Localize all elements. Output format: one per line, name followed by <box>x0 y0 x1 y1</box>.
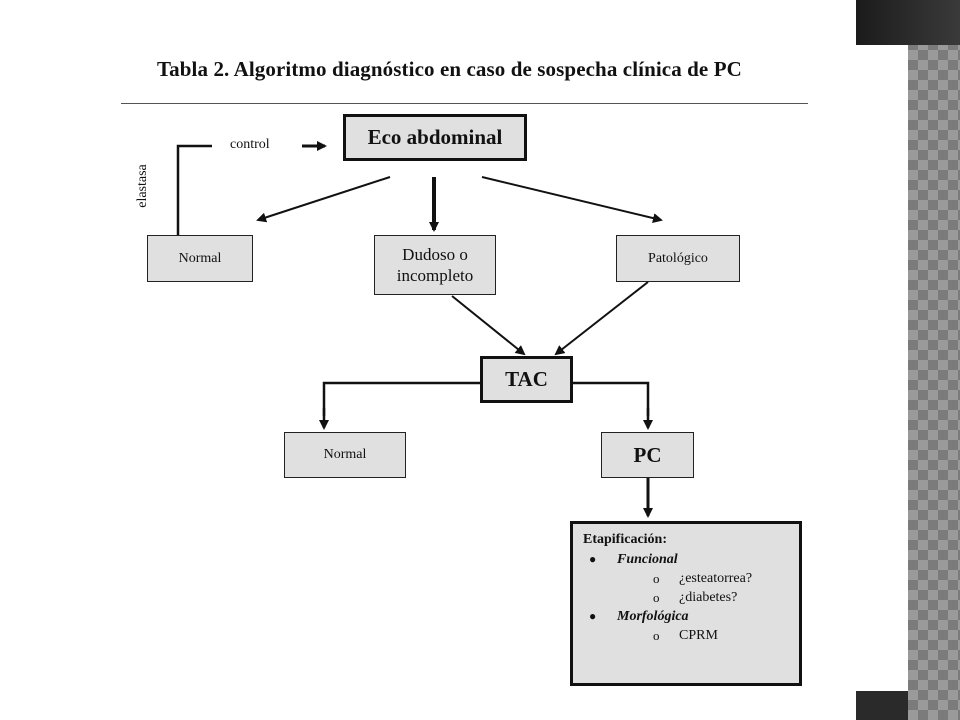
slide-side-top <box>856 0 960 45</box>
node-dudoso: Dudoso o incompleto <box>374 235 496 295</box>
node-pc: PC <box>601 432 694 478</box>
list-item: o ¿diabetes? <box>583 588 789 607</box>
bullet-icon: ● <box>589 609 597 623</box>
slide: Tabla 2. Algoritmo diagnóstico en caso d… <box>121 57 808 686</box>
control-loop-line <box>176 144 212 235</box>
node-eco-abdominal: Eco abdominal <box>343 114 527 161</box>
list-item: o CPRM <box>583 626 789 645</box>
arrow-eco-normal <box>256 176 391 223</box>
arrow-patologico-tac <box>554 281 649 356</box>
sub-bullet-icon: o <box>653 590 660 605</box>
arrow-eco-patologico <box>481 176 663 223</box>
list-item: o ¿esteatorrea? <box>583 569 789 588</box>
sub-bullet-icon: o <box>653 628 660 643</box>
etapificacion-header: Etapificación: <box>583 532 667 547</box>
etapificacion-box: Etapificación: ● Funcional o ¿esteatorre… <box>570 521 802 686</box>
arrow-tac-normal-line <box>322 381 480 416</box>
funcional-item: ¿diabetes? <box>679 590 738 605</box>
sub-bullet-icon: o <box>653 571 660 586</box>
morfologica-row: ● Morfológica <box>583 607 789 626</box>
control-label: control <box>230 137 270 152</box>
arrow-dudoso-tac <box>451 295 526 356</box>
diagram-title: Tabla 2. Algoritmo diagnóstico en caso d… <box>157 57 742 81</box>
funcional-row: ● Funcional <box>583 550 789 569</box>
slide-edge <box>856 45 908 691</box>
funcional-label: Funcional <box>617 552 678 567</box>
funcional-item: ¿esteatorrea? <box>679 571 753 586</box>
bullet-icon: ● <box>589 552 597 566</box>
node-normal-bottom: Normal <box>284 432 406 478</box>
title-rule <box>121 103 808 104</box>
node-normal-top: Normal <box>147 235 253 282</box>
arrow-tac-pc-line <box>572 381 650 416</box>
node-patologico: Patológico <box>616 235 740 282</box>
node-tac: TAC <box>480 356 573 403</box>
slide-side-pattern <box>908 0 960 720</box>
morfologica-item: CPRM <box>679 628 718 643</box>
slide-side-bottom <box>856 691 908 720</box>
flow-connectors <box>176 141 663 518</box>
elastasa-label: elastasa <box>135 164 150 208</box>
morfologica-label: Morfológica <box>617 609 689 624</box>
